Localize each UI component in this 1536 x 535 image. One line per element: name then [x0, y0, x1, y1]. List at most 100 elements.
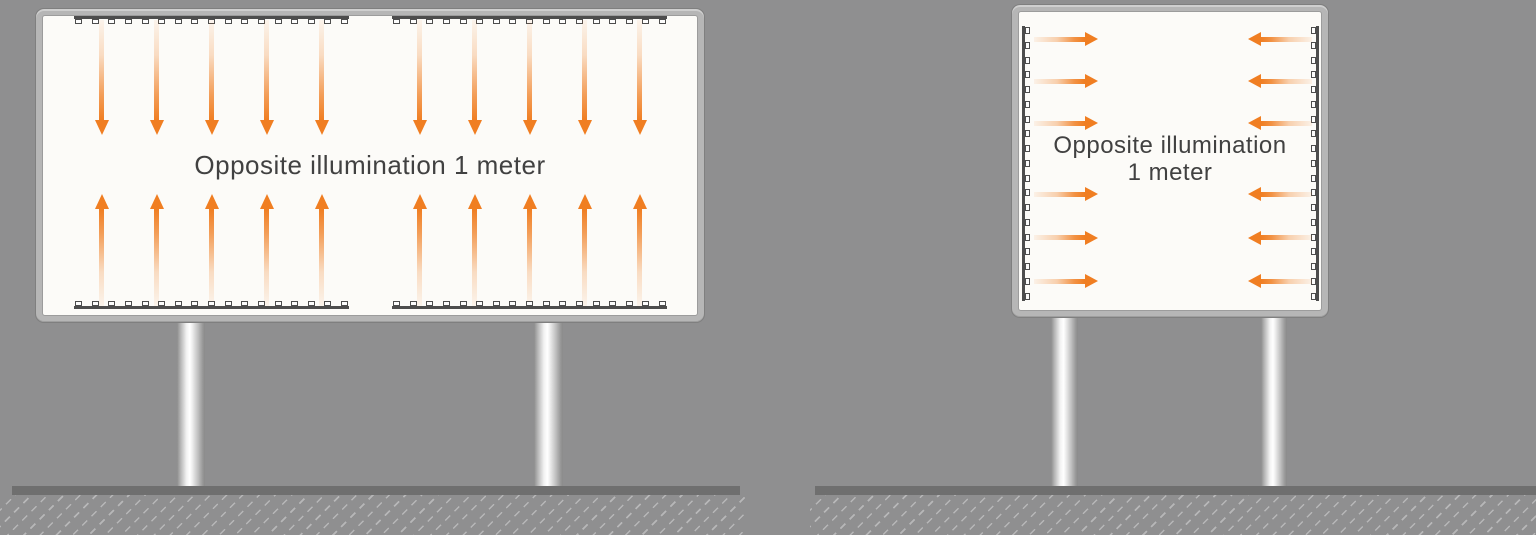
led-module: [409, 301, 417, 306]
led-module: [307, 19, 315, 24]
led-module: [1025, 159, 1030, 167]
light-arrow-right: [1034, 187, 1098, 201]
arrow-shaft: [1034, 36, 1085, 42]
led-module: [492, 301, 500, 306]
led-module: [442, 19, 450, 24]
led-module: [1311, 41, 1316, 49]
upward-light-arrows-left: [74, 194, 349, 306]
billboard-wide: Opposite illumination 1 meter: [35, 8, 705, 323]
arrow-shaft: [1261, 278, 1312, 284]
arrow-shaft: [264, 209, 269, 306]
led-module: [393, 19, 400, 24]
led-module: [542, 301, 550, 306]
arrow-shaft: [1261, 235, 1312, 240]
arrow-shaft: [472, 209, 477, 306]
downward-light-arrows-right: [392, 20, 667, 135]
led-module: [542, 19, 550, 24]
led-strip-rail: [74, 306, 349, 309]
arrow-head: [259, 194, 274, 209]
arrow-shaft: [582, 20, 587, 120]
arrow-shaft: [637, 20, 642, 120]
led-module: [1311, 27, 1316, 34]
leftward-light-arrows-top: [1248, 32, 1312, 130]
led-module: [341, 19, 348, 24]
illumination-caption: Opposite illumination 1 meter: [194, 150, 546, 180]
led-module: [625, 19, 633, 24]
arrow-head: [1248, 116, 1261, 130]
led-module: [1311, 263, 1316, 271]
led-modules: [74, 301, 349, 306]
led-module: [324, 301, 332, 306]
light-arrow-right: [1034, 74, 1098, 88]
illumination-caption: Opposite illumination 1 meter: [1019, 132, 1321, 186]
arrow-head: [1248, 187, 1261, 201]
caption-line-1: Opposite illumination: [1053, 132, 1287, 159]
arrow-head: [467, 120, 482, 135]
led-modules: [1025, 26, 1030, 301]
led-strip-bottom-left: [74, 301, 349, 309]
arrow-head: [632, 194, 647, 209]
led-module: [459, 301, 467, 306]
led-module: [1025, 86, 1030, 94]
ground-hatch: [810, 495, 1536, 535]
led-module: [1025, 100, 1030, 108]
arrow-head: [1085, 230, 1098, 245]
arrow-head: [204, 194, 219, 209]
arrow-shaft: [417, 20, 422, 120]
led-strip-left: [1022, 26, 1030, 301]
led-module: [426, 19, 434, 24]
led-module: [1025, 145, 1030, 153]
arrow-shaft: [472, 20, 477, 120]
arrow-shaft: [99, 209, 104, 306]
led-module: [291, 301, 299, 306]
led-strip-rail: [74, 16, 349, 19]
led-module: [1311, 115, 1316, 123]
led-module: [1025, 115, 1030, 123]
arrow-head: [259, 120, 274, 135]
led-module: [1311, 71, 1316, 79]
led-module: [91, 301, 99, 306]
led-module: [191, 19, 199, 24]
light-arrow-up: [522, 194, 537, 306]
ground-bar: [815, 486, 1536, 495]
downward-light-arrows-left: [74, 20, 349, 135]
arrow-head: [522, 194, 537, 209]
led-module: [1311, 292, 1316, 300]
arrow-head: [412, 120, 427, 135]
led-module: [124, 301, 132, 306]
light-arrow-left: [1248, 274, 1312, 288]
billboard-square: Opposite illumination 1 meter: [1011, 4, 1329, 318]
led-module: [1025, 189, 1030, 197]
arrow-head: [1085, 116, 1098, 130]
arrow-shaft: [1261, 120, 1312, 126]
led-module: [274, 301, 282, 306]
arrow-head: [94, 120, 109, 135]
led-module: [1025, 218, 1030, 226]
led-module: [426, 301, 434, 306]
light-arrow-down: [259, 20, 274, 135]
led-module: [1025, 71, 1030, 79]
upward-light-arrows-right: [392, 194, 667, 306]
led-module: [1311, 86, 1316, 94]
led-module: [291, 19, 299, 24]
led-module: [241, 19, 249, 24]
light-arrow-down: [94, 20, 109, 135]
arrow-head: [1085, 32, 1098, 46]
arrow-head: [1248, 32, 1261, 46]
led-module: [1311, 248, 1316, 256]
light-arrow-up: [412, 194, 427, 306]
led-module: [1311, 218, 1316, 226]
led-module: [442, 301, 450, 306]
led-module: [1025, 263, 1030, 271]
arrow-shaft: [99, 20, 104, 120]
led-module: [124, 19, 132, 24]
arrow-shaft: [264, 20, 269, 120]
arrow-head: [149, 120, 164, 135]
rightward-light-arrows-bottom: [1034, 187, 1098, 288]
arrow-head: [1085, 187, 1098, 201]
arrow-shaft: [154, 209, 159, 306]
led-module: [241, 301, 249, 306]
led-strip-rail: [1316, 26, 1319, 301]
arrow-head: [632, 120, 647, 135]
led-module: [1025, 41, 1030, 49]
